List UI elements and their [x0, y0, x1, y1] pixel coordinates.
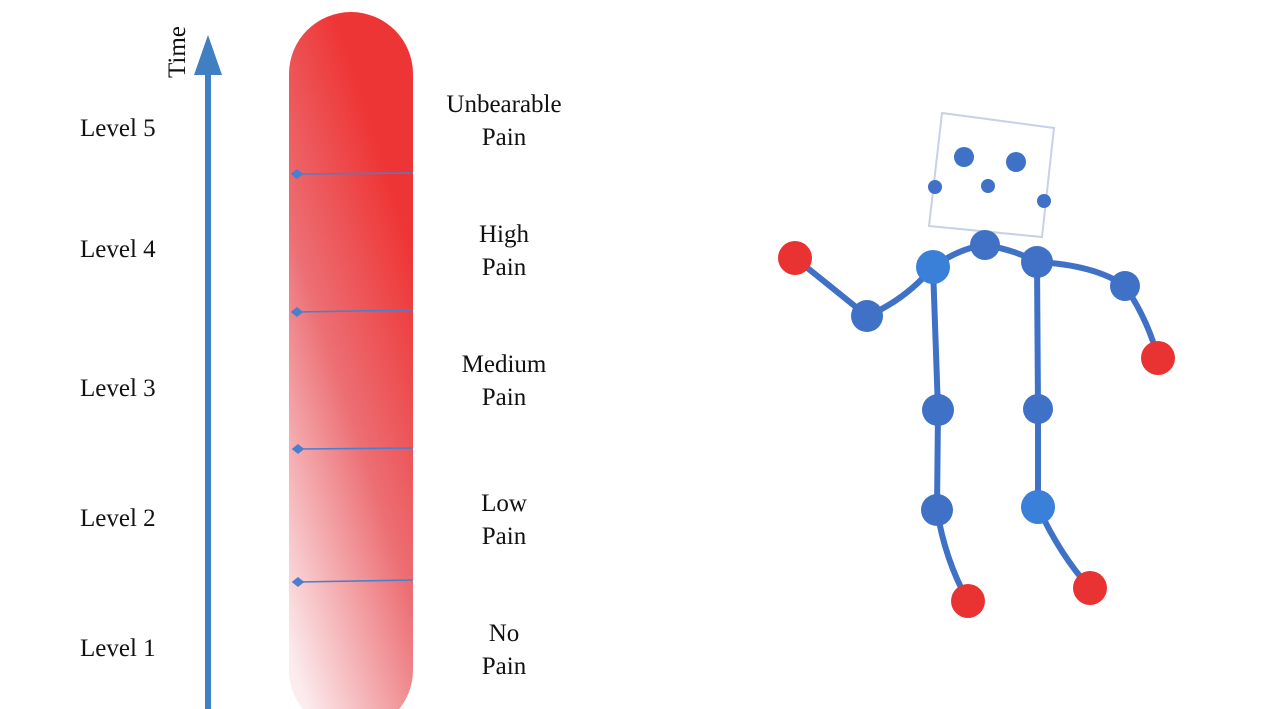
level-3-label: Level 3: [80, 375, 156, 402]
pain-level-3-line2: Pain: [482, 384, 527, 411]
pain-labels: Unbearable Pain High Pain Medium Pain Lo…: [446, 91, 561, 680]
joint-left-hip: [1023, 394, 1053, 424]
face-keypoint-right-eye: [1006, 152, 1026, 172]
skeleton-bones: [792, 241, 1161, 604]
pain-level-3-line1: Medium: [462, 351, 547, 378]
divider-4-3: [296, 309, 414, 313]
bone-right-thigh: [934, 407, 941, 513]
time-axis: Time: [164, 26, 222, 709]
joint-right-hip: [922, 394, 954, 426]
pain-level-5-line2: Pain: [482, 124, 527, 151]
thermometer-bar: [289, 12, 413, 709]
pain-level-1-line1: No: [489, 620, 520, 647]
bone-right-torso: [930, 264, 941, 413]
extremity-right-foot: [951, 584, 985, 618]
divider-2-1-tip: [291, 576, 305, 588]
skeleton-figure: [778, 111, 1175, 618]
level-2-label: Level 2: [80, 505, 156, 532]
pain-level-1-line2: Pain: [482, 653, 527, 680]
joint-left-elbow: [1110, 271, 1140, 301]
face-keypoint-nose: [981, 179, 995, 193]
pain-level-2-line2: Pain: [482, 523, 527, 550]
face-keypoint-left-eye: [954, 147, 974, 167]
level-5-label: Level 5: [80, 115, 156, 142]
joint-right-shoulder: [916, 250, 950, 284]
thermometer-dividers: [290, 168, 414, 588]
divider-4-3-tip: [290, 306, 304, 318]
level-4-label: Level 4: [80, 236, 156, 263]
level-labels: Level 5 Level 4 Level 3 Level 2 Level 1: [80, 115, 156, 662]
face-keypoint-right-ear: [1037, 194, 1051, 208]
divider-5-4: [296, 172, 414, 175]
extremity-right-hand: [778, 241, 812, 275]
pain-thermometer: [289, 12, 414, 709]
pain-level-5-line1: Unbearable: [446, 91, 561, 118]
face-keypoint-left-ear: [928, 180, 942, 194]
joint-left-shoulder: [1021, 246, 1053, 278]
divider-3-2-tip: [291, 443, 305, 455]
head-bounding-box: [927, 111, 1056, 239]
divider-5-4-tip: [290, 168, 304, 180]
joint-left-knee: [1021, 490, 1055, 524]
time-axis-arrowhead: [194, 35, 222, 75]
joint-right-knee: [921, 494, 953, 526]
divider-3-2: [297, 447, 414, 450]
joint-right-elbow: [851, 300, 883, 332]
extremity-left-hand: [1141, 341, 1175, 375]
pain-level-4-line1: High: [479, 221, 530, 248]
pain-level-2-line1: Low: [481, 490, 527, 517]
time-axis-label: Time: [164, 26, 191, 78]
extremity-left-foot: [1073, 571, 1107, 605]
bone-left-torso: [1034, 259, 1041, 412]
divider-2-1: [297, 579, 414, 583]
pain-level-4-line2: Pain: [482, 254, 527, 281]
joint-neck: [970, 230, 1000, 260]
level-1-label: Level 1: [80, 635, 156, 662]
